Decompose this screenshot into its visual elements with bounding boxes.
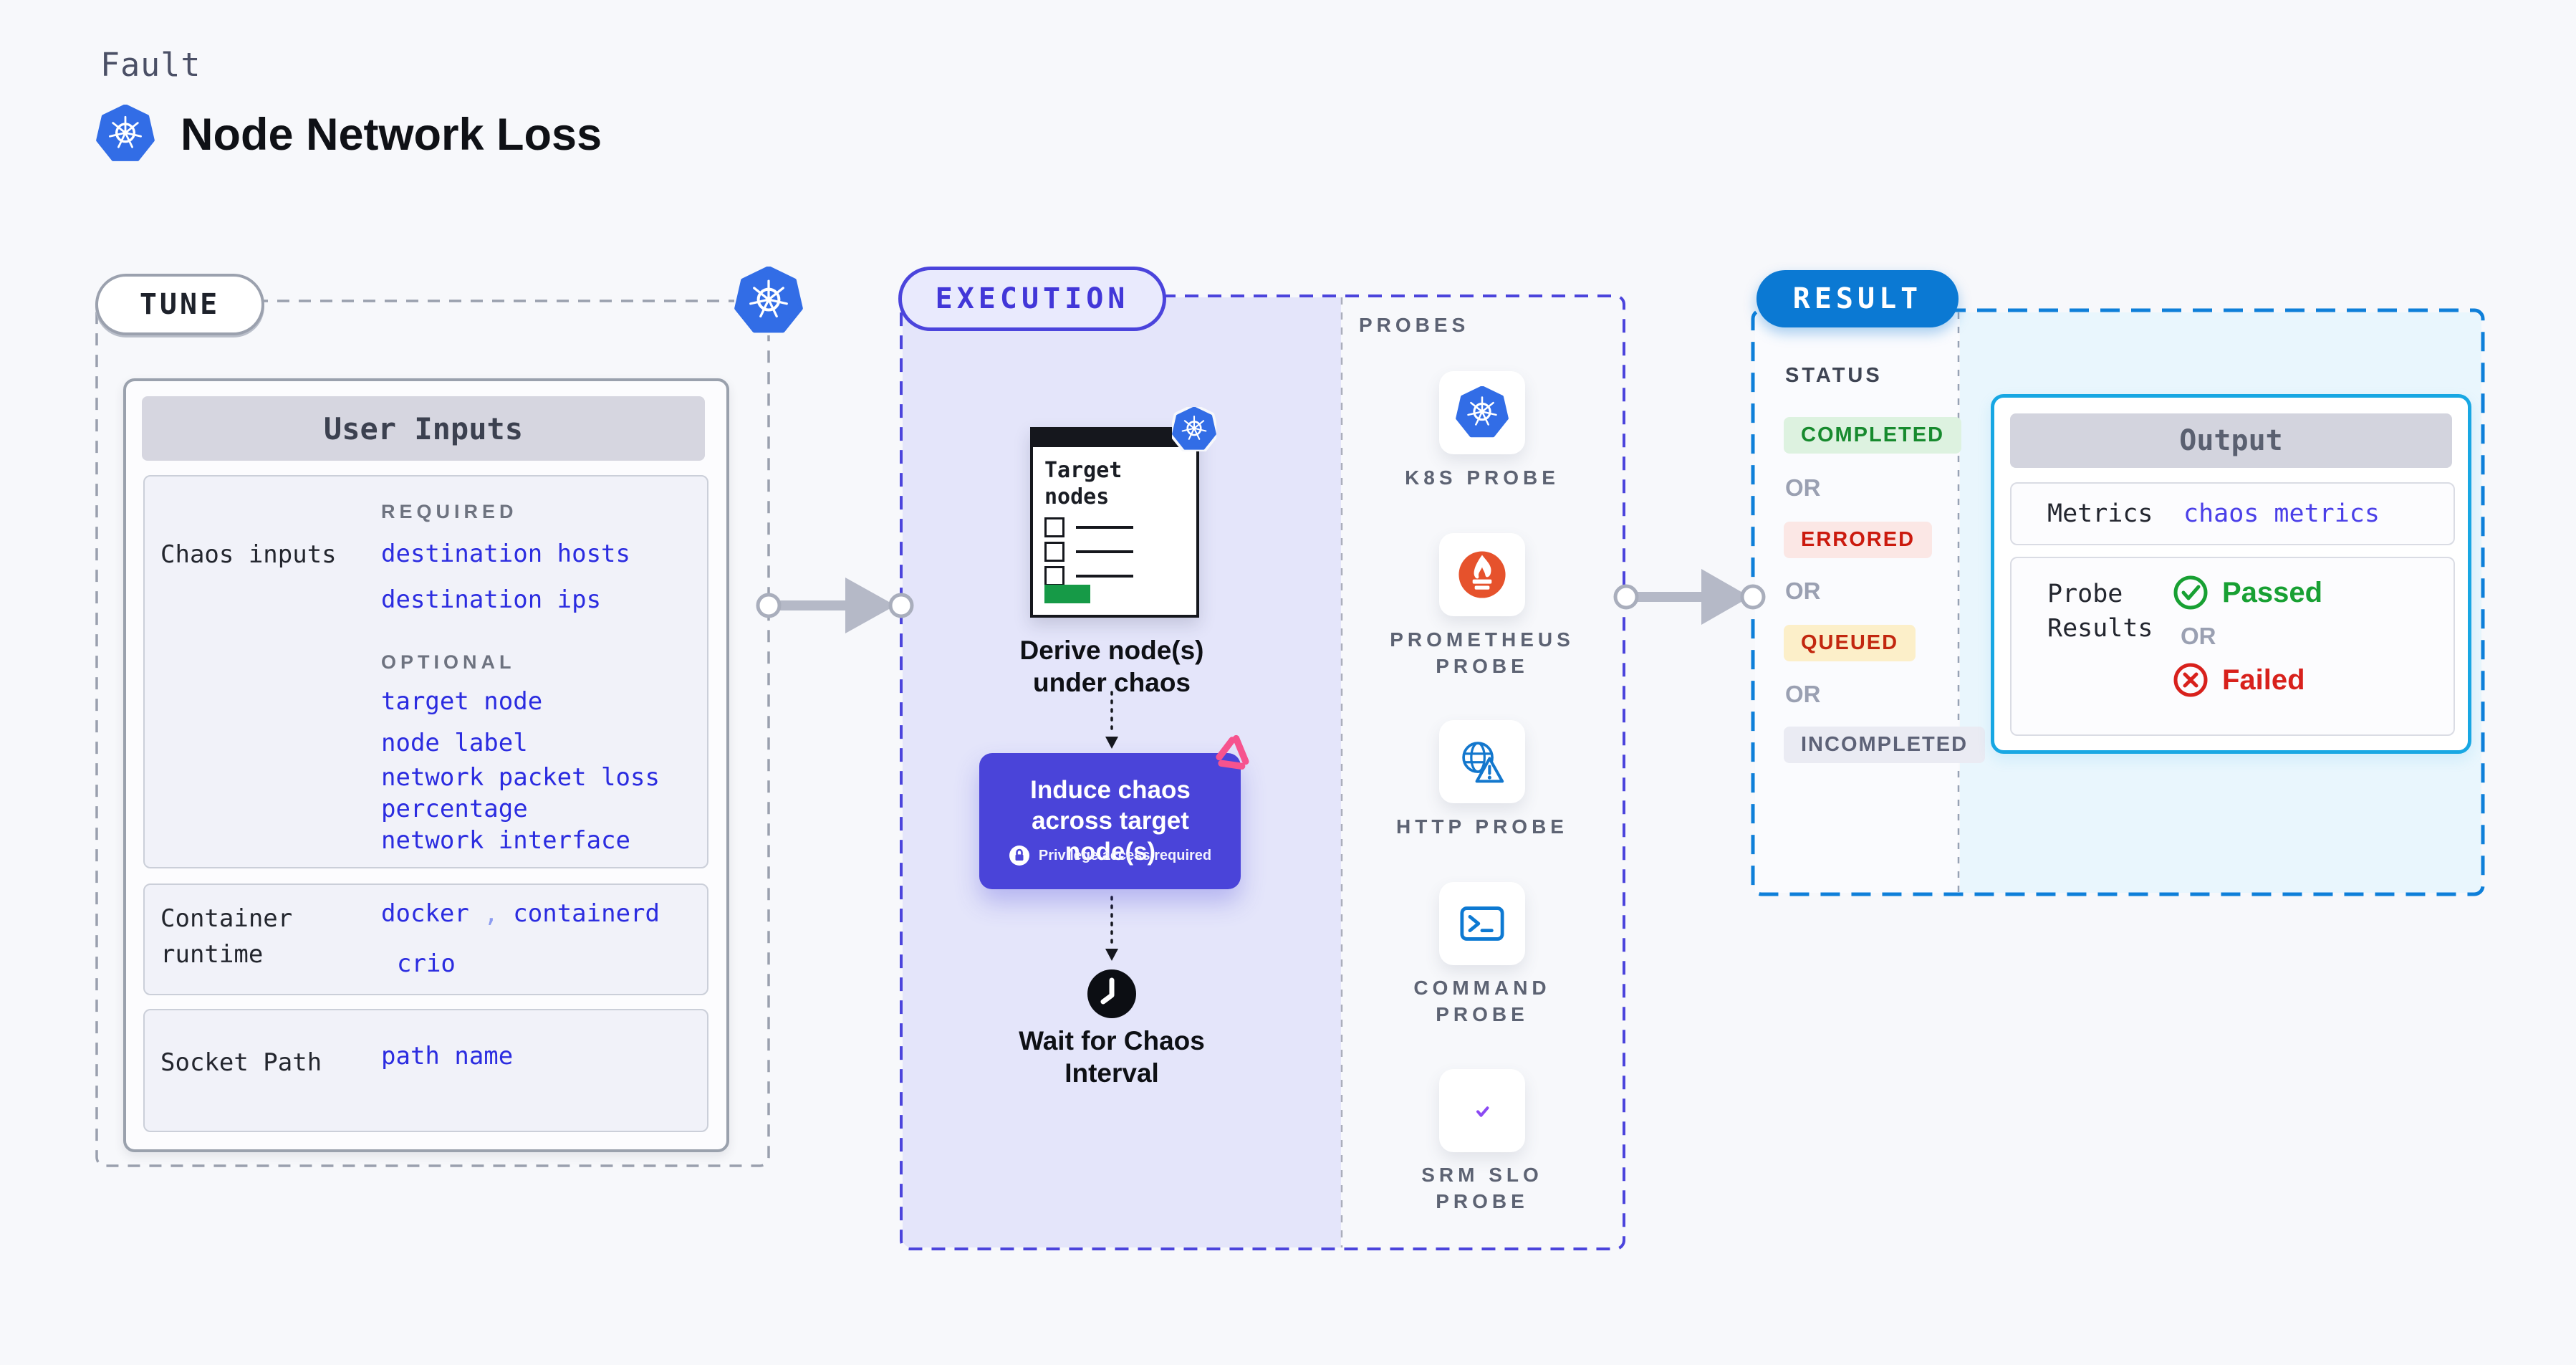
target-nodes-window: Target nodes [1030,427,1199,618]
chaos-icon [1213,731,1255,772]
chaos-metrics-link[interactable]: chaos metrics [2183,499,2380,528]
passed-label: Passed [2222,576,2323,608]
http-probe-label: HTTP PROBE [1396,815,1568,838]
user-inputs-header: User Inputs [142,396,705,461]
prometheus-icon [1456,548,1509,601]
srm-slo-icon [1456,1084,1509,1137]
output-card: Output Metrics chaos metrics Probe Resul… [1991,394,2471,754]
induce-chaos-box: Induce chaos across target node(s) Privi… [979,753,1241,889]
command-probe-card [1439,882,1525,965]
or-separator: OR [2181,623,2216,649]
privilege-note: Privilege access required [1038,847,1212,863]
checkbox-icon [1044,517,1064,537]
http-globe-icon [1456,735,1509,788]
optional-tag: OPTIONAL [381,651,516,673]
line-placeholder [1076,550,1133,553]
arrow-tune-to-execution [756,578,914,633]
status-badge-incompleted: INCOMPLETED [1784,727,1986,763]
status-badge-queued: QUEUED [1784,625,1916,661]
input-destination-hosts[interactable]: destination hosts [381,540,630,568]
wait-interval-caption: Wait for Chaos Interval [1019,1026,1205,1088]
input-network-interface[interactable]: network interface [381,826,630,855]
value-separator: , [484,899,499,928]
k8s-probe-card [1439,371,1525,454]
kubernetes-icon [1172,407,1216,451]
induce-chaos-title: Induce chaos across target node(s) [1030,776,1191,866]
derive-nodes-caption: Derive node(s) under chaos [1019,636,1204,697]
input-node-label[interactable]: node label [381,729,528,757]
input-target-node[interactable]: target node [381,687,543,716]
metrics-row: Metrics chaos metrics [2010,482,2455,545]
input-network-packet-loss-percentage[interactable]: network packet loss percentage [381,763,660,823]
socket-path-row: Socket Path path name [143,1009,708,1132]
page-title: Node Network Loss [181,110,602,160]
line-placeholder [1076,575,1133,578]
prometheus-probe-card [1439,533,1525,616]
result-section-pill: RESULT [1756,270,1959,327]
output-header: Output [2010,413,2452,468]
kubernetes-icon [734,267,803,335]
chaos-inputs-label: Chaos inputs [160,540,337,569]
lock-icon [1009,845,1030,866]
value-containerd[interactable]: containerd [513,899,660,928]
value-path-name[interactable]: path name [381,1042,514,1071]
window-title: Target nodes [1044,458,1123,509]
green-bar [1044,585,1090,603]
value-docker[interactable]: docker [381,899,469,928]
status-badge-completed: COMPLETED [1784,417,1962,454]
or-separator: OR [1785,681,1821,707]
window-title-bar [1033,430,1196,447]
checkbox-icon [1044,542,1064,562]
probe-results-row: Probe Results Passed OR Failed [2010,557,2455,736]
or-separator: OR [1785,578,1821,604]
required-tag: REQUIRED [381,501,518,522]
check-circle-icon [2172,574,2209,611]
value-crio[interactable]: crio [397,949,456,978]
container-runtime-label: Container runtime [160,904,293,969]
arrow-execution-to-result [1613,569,1766,625]
x-circle-icon [2172,661,2209,699]
socket-path-label: Socket Path [160,1048,322,1077]
fault-kicker: Fault [100,46,201,84]
k8s-probe-label: K8S PROBE [1405,466,1559,489]
terminal-icon [1456,897,1509,950]
status-badge-errored: ERRORED [1784,522,1933,558]
container-runtime-row: Container runtime docker , containerd cr… [143,883,708,995]
status-label: STATUS [1785,364,1883,387]
clock-icon [1085,967,1138,1020]
line-placeholder [1076,526,1133,529]
tune-section-pill: TUNE [95,274,264,335]
chaos-inputs-row: Chaos inputs REQUIRED destination hosts … [143,475,708,868]
failed-label: Failed [2222,664,2305,696]
metrics-label: Metrics [2047,499,2153,528]
probe-results-label: Probe Results [2047,580,2153,643]
http-probe-card [1439,720,1525,803]
checkbox-icon [1044,566,1064,586]
kubernetes-icon [1456,386,1509,439]
probes-column-label: PROBES [1359,314,1470,336]
kubernetes-icon [96,105,155,163]
or-separator: OR [1785,474,1821,501]
input-destination-ips[interactable]: destination ips [381,585,602,614]
execution-section-pill: EXECUTION [898,267,1166,331]
srm-slo-probe-card [1439,1069,1525,1152]
